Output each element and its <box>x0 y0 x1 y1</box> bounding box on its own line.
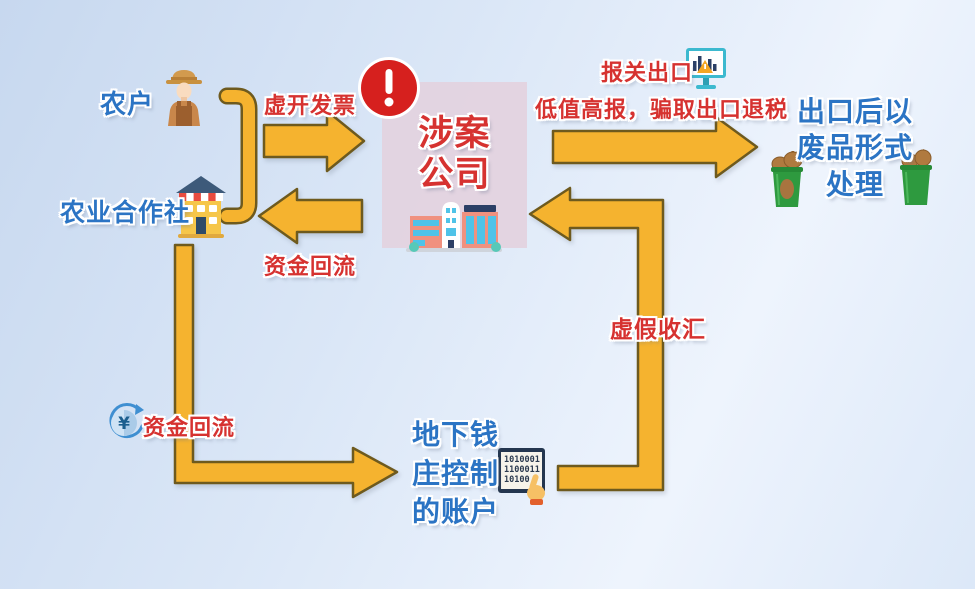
group-bracket <box>218 87 258 225</box>
awning-stripes <box>179 193 223 201</box>
funds-return-upper-arrow <box>257 187 364 245</box>
funds-return-upper-label: 资金回流 <box>264 254 357 279</box>
funds-return-lower-label: 资金回流 <box>143 415 236 440</box>
currency-return-icon: ¥ <box>109 403 144 439</box>
binary-row-2: 1100011 <box>504 465 540 475</box>
alert-exclamation-icon <box>358 57 420 119</box>
company-label-line1: 涉案 <box>418 114 491 153</box>
binary-account-icon: 1010001 1100011 10100 <box>498 448 545 505</box>
low-value-high-report-label: 低值高报，骗取出口退税 <box>535 97 789 122</box>
pointing-hand-icon <box>527 474 545 505</box>
export-disposal-line2: 废品形式 <box>796 132 913 164</box>
trash-bin-right-icon <box>900 149 932 205</box>
export-arrow <box>551 115 759 179</box>
underground-account-label: 地下钱 庄控制 的账户 <box>412 416 499 532</box>
fake-forex-label: 虚假收汇 <box>610 316 706 342</box>
customs-export-label: 报关出口 <box>601 60 694 85</box>
fake-invoice-arrow <box>262 109 366 173</box>
company-label-line2: 公司 <box>418 154 491 194</box>
underground-account-line2: 庄控制 <box>412 457 500 489</box>
export-disposal-label: 出口后以 废品形式 处理 <box>788 94 922 203</box>
monitor-chart-icon <box>686 48 726 89</box>
fake-forex-arrow <box>528 186 665 492</box>
company-label: 涉案 公司 <box>382 114 527 195</box>
export-disposal-line1: 出口后以 <box>796 96 913 127</box>
export-disposal-line3: 处理 <box>825 168 884 200</box>
company-building-icon <box>406 202 502 252</box>
farmer-icon <box>166 70 202 126</box>
trash-bin-left-icon <box>771 151 803 207</box>
farmer-label: 农户 <box>100 89 155 119</box>
cooperative-building-icon <box>176 176 226 238</box>
fake-invoice-label: 虚开发票 <box>264 93 357 118</box>
binary-row-1: 1010001 <box>504 455 540 465</box>
funds-return-lower-arrow <box>173 243 399 499</box>
yuan-symbol: ¥ <box>118 414 130 434</box>
underground-account-line3: 的账户 <box>412 496 500 528</box>
underground-account-line1: 地下钱 <box>412 419 500 450</box>
cooperative-label: 农业合作社 <box>60 199 191 227</box>
binary-row-3: 10100 <box>504 475 530 485</box>
